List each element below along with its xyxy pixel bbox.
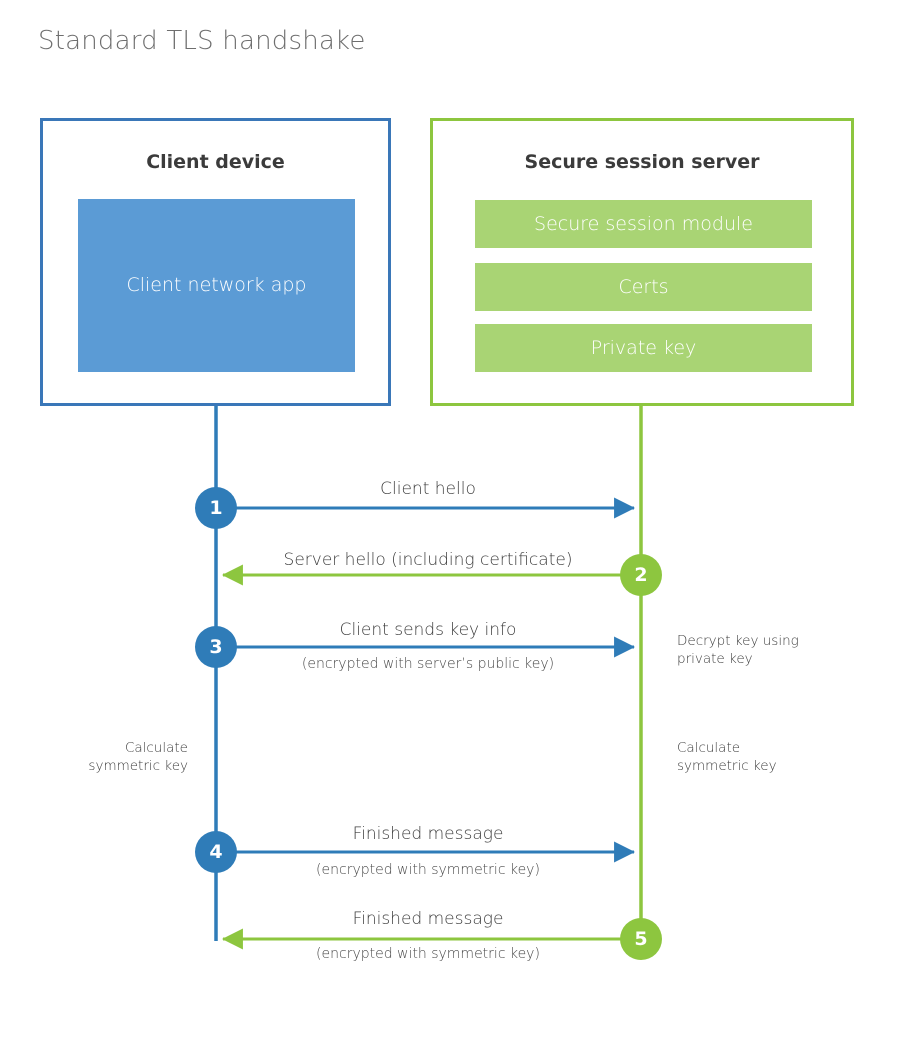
step-label-4-sub: (encrypted with symmetric key) (316, 862, 540, 878)
step-label-5-main: Finished message (352, 909, 504, 929)
server-module-private-key: Private key (475, 324, 812, 372)
note-calc-right-line-2: symmetric key (677, 758, 777, 775)
note-decrypt-key-line-1: Decrypt key using (677, 633, 799, 649)
note-calc-left-line-1: Calculate (124, 740, 188, 756)
note-calc-left-line-2: symmetric key (88, 758, 188, 775)
note-calc-right-line-1: Calculate (677, 740, 741, 756)
client-device-panel: Client device Client network app (40, 118, 391, 406)
secure-session-server-panel: Secure session server Secure session mod… (430, 118, 854, 406)
step-marker-5: 5 (620, 918, 662, 960)
step-marker-4: 4 (195, 831, 237, 873)
note-calculate-symmetric-key-client: Calculate symmetric key (18, 739, 188, 775)
step-label-2-main: Server hello (including certificate) (283, 550, 573, 570)
step-marker-1: 1 (195, 487, 237, 529)
client-network-app-box: Client network app (78, 199, 355, 372)
note-calculate-symmetric-key-server: Calculate symmetric key (677, 739, 867, 775)
step-marker-3: 3 (195, 626, 237, 668)
secure-session-server-title: Secure session server (524, 151, 760, 173)
step-label-3-sub: (encrypted with server’s public key) (301, 656, 555, 672)
step-marker-2: 2 (620, 554, 662, 596)
client-device-title: Client device (146, 151, 285, 173)
server-module-certs: Certs (475, 263, 812, 311)
step-label-3-main: Client sends key info (339, 620, 517, 640)
page-title: Standard TLS handshake (38, 26, 366, 56)
step-label-4-main: Finished message (352, 824, 504, 844)
step-label-5-sub: (encrypted with symmetric key) (316, 946, 540, 962)
note-decrypt-key: Decrypt key using private key (677, 632, 867, 668)
server-module-secure-session-module: Secure session module (475, 200, 812, 248)
note-decrypt-key-line-2: private key (677, 651, 753, 668)
step-label-1-main: Client hello (380, 479, 476, 499)
